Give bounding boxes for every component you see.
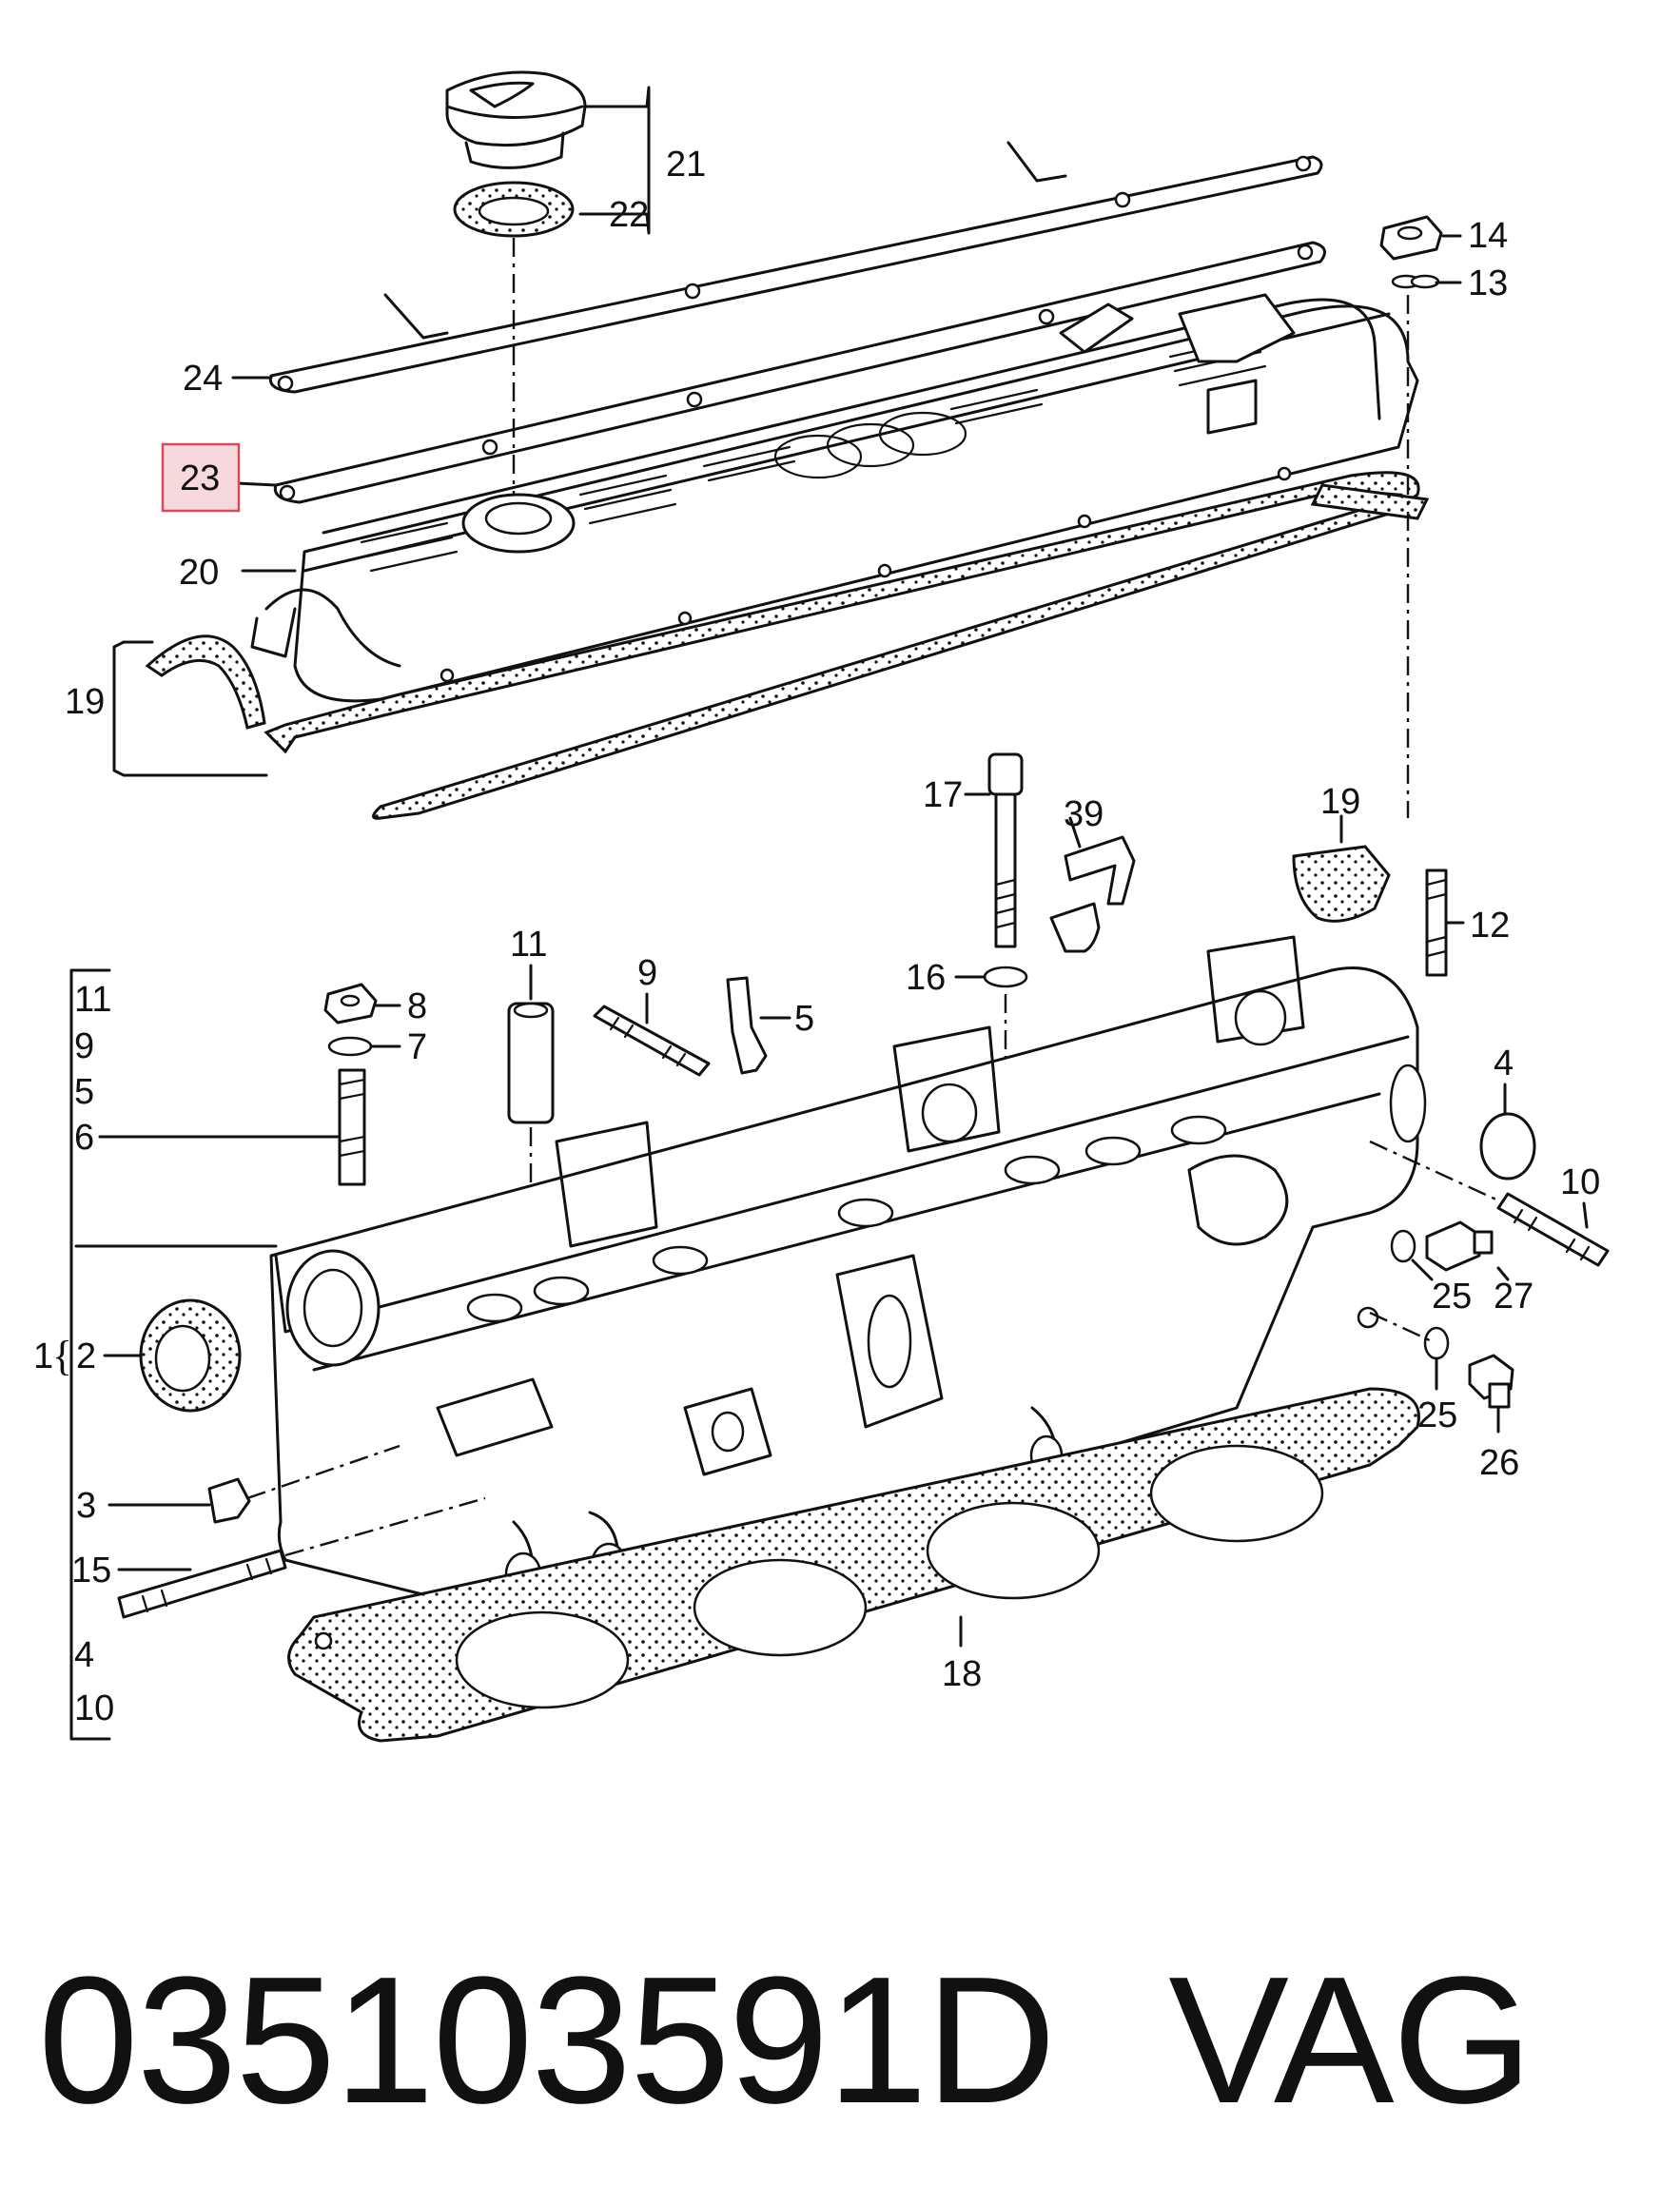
callout-19-right[interactable]: 19 bbox=[1320, 782, 1360, 822]
bolt26-axis-line bbox=[1369, 1311, 1433, 1343]
callout-11[interactable]: 11 bbox=[510, 925, 547, 965]
stud15-axis-line bbox=[284, 1496, 486, 1557]
plug-3 bbox=[207, 1477, 251, 1524]
callout-labels: 21 22 24 23 20 19 14 13 17 39 19 12 16 1… bbox=[33, 145, 1600, 1728]
washer-16 bbox=[983, 966, 1028, 988]
callout-26[interactable]: 26 bbox=[1479, 1443, 1519, 1483]
callout-20[interactable]: 20 bbox=[179, 553, 219, 593]
plug-axis-line bbox=[246, 1444, 400, 1500]
head-gasket-18 bbox=[287, 1387, 1420, 1743]
plug-4 bbox=[1479, 1112, 1536, 1181]
callout-23[interactable]: 23 bbox=[180, 459, 220, 498]
cylinder-head bbox=[269, 935, 1427, 1621]
half-moon-seal-left bbox=[145, 634, 266, 730]
stud-10 bbox=[1496, 1192, 1610, 1267]
brace-glyph: { bbox=[52, 1333, 73, 1379]
callout-10[interactable]: 10 bbox=[1560, 1162, 1600, 1202]
callout-1[interactable]: 1 bbox=[33, 1337, 53, 1376]
stud-12 bbox=[1425, 868, 1448, 977]
callout-22[interactable]: 22 bbox=[609, 195, 649, 235]
stud-9 bbox=[593, 1005, 711, 1077]
breather-hose-39 bbox=[1049, 835, 1136, 953]
callout-39[interactable]: 39 bbox=[1064, 794, 1104, 834]
callout-25-lower[interactable]: 25 bbox=[1417, 1395, 1457, 1435]
callout-17[interactable]: 17 bbox=[923, 775, 963, 815]
bolt-27 bbox=[1425, 1220, 1494, 1272]
callout-5[interactable]: 5 bbox=[794, 999, 814, 1039]
nut-14 bbox=[1379, 215, 1443, 261]
callout-21[interactable]: 21 bbox=[666, 145, 706, 185]
stud10-axis-line bbox=[1369, 1140, 1499, 1202]
half-moon-seal-right bbox=[1292, 845, 1391, 923]
callout-4[interactable]: 4 bbox=[1494, 1044, 1514, 1083]
stack-item-3: 5 bbox=[74, 1072, 94, 1112]
washer-25a bbox=[1390, 1229, 1416, 1263]
stack-item-2: 9 bbox=[74, 1026, 94, 1066]
stack-item-1: 11 bbox=[74, 980, 111, 1020]
callout-13[interactable]: 13 bbox=[1468, 263, 1508, 303]
callout-16[interactable]: 16 bbox=[906, 958, 946, 998]
oil-filler-cap bbox=[445, 70, 587, 169]
valve-cover bbox=[250, 293, 1419, 703]
callout-6[interactable]: 6 bbox=[74, 1118, 94, 1158]
leader-lines bbox=[69, 86, 1589, 1741]
callout-14[interactable]: 14 bbox=[1468, 216, 1508, 256]
brand-name: VAG bbox=[1168, 1940, 1533, 2141]
stud-15 bbox=[117, 1549, 287, 1619]
callout-3[interactable]: 3 bbox=[76, 1486, 96, 1526]
part-number: 035103591D bbox=[38, 1940, 1056, 2141]
cover-gasket bbox=[264, 471, 1430, 820]
washer-25b bbox=[1423, 1326, 1450, 1360]
washer-7 bbox=[327, 1036, 373, 1057]
callout-8[interactable]: 8 bbox=[407, 986, 427, 1026]
callout-12[interactable]: 12 bbox=[1470, 906, 1510, 946]
callout-19-left[interactable]: 19 bbox=[65, 682, 105, 722]
callout-27[interactable]: 27 bbox=[1494, 1277, 1533, 1317]
head-bolt-17 bbox=[987, 752, 1024, 948]
washer-13 bbox=[1391, 274, 1440, 289]
filler-cap-seal bbox=[453, 181, 575, 238]
bolt-26 bbox=[1468, 1354, 1514, 1409]
stack-item-4: 4 bbox=[74, 1635, 94, 1675]
part-footer: 035103591D VAG bbox=[38, 1941, 1655, 2140]
valve-guide-11 bbox=[507, 1002, 555, 1124]
gasket-23 bbox=[273, 241, 1326, 504]
nut-8 bbox=[323, 983, 378, 1024]
callout-18[interactable]: 18 bbox=[942, 1654, 982, 1694]
stud-6 bbox=[338, 1068, 366, 1186]
bolt-5 bbox=[726, 976, 768, 1075]
gasket-24 bbox=[268, 141, 1323, 394]
callout-25-upper[interactable]: 25 bbox=[1432, 1277, 1472, 1317]
callout-24[interactable]: 24 bbox=[183, 359, 223, 399]
callout-7[interactable]: 7 bbox=[407, 1027, 427, 1067]
callout-2[interactable]: 2 bbox=[76, 1337, 96, 1376]
stack-item-5: 10 bbox=[74, 1688, 114, 1728]
highlight-box-23 bbox=[161, 442, 241, 513]
callout-15[interactable]: 15 bbox=[71, 1551, 111, 1590]
callout-9[interactable]: 9 bbox=[637, 953, 657, 993]
oil-seal-2 bbox=[139, 1298, 242, 1413]
